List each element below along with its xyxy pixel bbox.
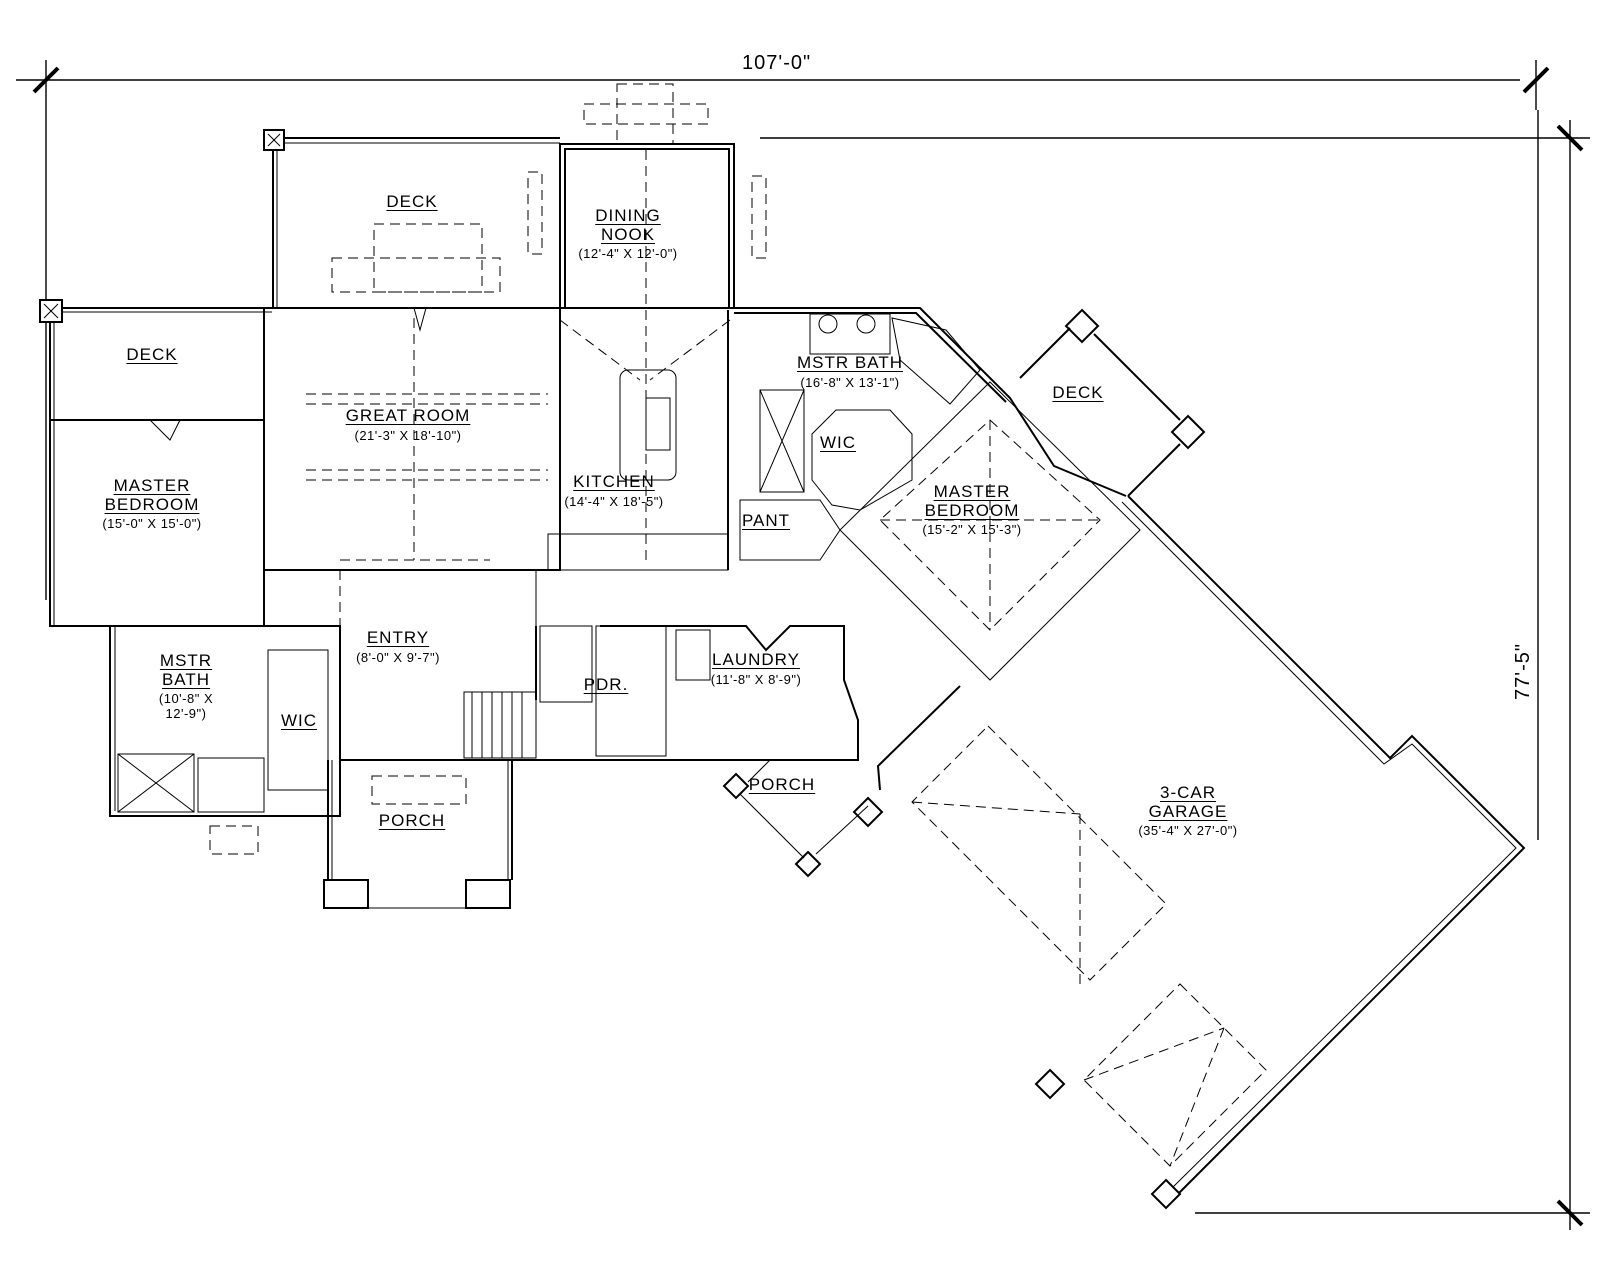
room-size: (14'-4" X 18'-5") — [564, 493, 664, 509]
room-label-wic-right: WIC — [819, 433, 857, 453]
room-name: PANT — [741, 511, 791, 530]
deck-right-structure — [1019, 308, 1206, 497]
room-name: MASTER — [113, 476, 191, 495]
room-label-entry: ENTRY (8'-0" X 9'-7") — [356, 628, 440, 665]
room-label-deck-right: DECK — [1052, 383, 1104, 403]
master-bedroom-right-structure — [839, 381, 1141, 681]
room-label-deck-left: DECK — [126, 345, 178, 365]
room-name: PDR. — [583, 675, 629, 694]
dining-nook-walls — [527, 83, 767, 560]
room-label-master-bedroom-left: MASTER BEDROOM (15'-0" X 15'-0") — [102, 476, 202, 532]
room-name: PORCH — [378, 811, 446, 830]
overall-width-dimension: 107'-0" — [742, 52, 812, 74]
lower-section-walls — [109, 570, 859, 817]
room-size: (35'-4" X 27'-0") — [1138, 823, 1238, 839]
deck-left-structure — [39, 299, 272, 420]
room-size: (8'-0" X 9'-7") — [356, 649, 440, 665]
porch-side-structure — [722, 759, 869, 878]
great-room-walls — [263, 307, 734, 571]
room-label-mstr-bath-right: MSTR BATH (16'-8" X 13'-1") — [797, 353, 903, 390]
room-name: ENTRY — [366, 628, 430, 647]
room-name: NOOK — [600, 224, 656, 244]
room-name: KITCHEN — [573, 472, 655, 491]
room-size: (11'-8" X 8'-9") — [710, 671, 802, 687]
room-name: 3-CAR — [1159, 783, 1217, 802]
room-name: WIC — [819, 433, 857, 452]
deck-top-structure — [263, 129, 560, 308]
room-size: (15'-2" X 15'-3") — [922, 522, 1022, 538]
room-name: BEDROOM — [104, 494, 200, 514]
right-wing-walls — [734, 307, 1127, 561]
room-name: GARAGE — [1148, 801, 1228, 821]
room-size: (16'-8" X 13'-1") — [800, 374, 900, 390]
room-label-pantry: PANT — [741, 511, 791, 531]
room-label-master-bedroom-right: MASTER BEDROOM (15'-2" X 15'-3") — [922, 482, 1022, 538]
master-bedroom-left-walls — [49, 419, 265, 627]
room-label-dining-nook: DINING NOOK (12'-4" X 12'-0") — [578, 206, 678, 262]
room-label-powder-room: PDR. — [583, 675, 629, 695]
room-label-kitchen: KITCHEN (14'-4" X 18'-5") — [564, 472, 664, 509]
room-name: GREAT ROOM — [345, 406, 471, 425]
room-size: (21'-3" X 18'-10") — [354, 427, 462, 443]
overall-depth-dimension: 77'-5" — [1512, 643, 1534, 700]
room-name: BATH — [161, 669, 211, 689]
room-name: DECK — [126, 345, 178, 364]
garage-structure — [852, 495, 1526, 1210]
room-name: LAUNDRY — [712, 650, 800, 669]
room-label-porch-side: PORCH — [748, 775, 816, 795]
room-size: (10'-8" X — [158, 691, 214, 707]
room-label-garage: 3-CAR GARAGE (35'-4" X 27'-0") — [1138, 783, 1238, 839]
room-size: (15'-0" X 15'-0") — [102, 516, 202, 532]
room-label-wic-left: WIC — [280, 711, 318, 731]
room-label-deck-top: DECK — [386, 192, 438, 212]
room-name: MASTER — [933, 482, 1011, 501]
room-label-mstr-bath-left: MSTR BATH (10'-8" X 12'-9") — [158, 651, 214, 721]
room-name: DECK — [386, 192, 438, 211]
room-name: PORCH — [748, 775, 816, 794]
porch-front-structure — [209, 760, 513, 909]
room-name: MSTR — [159, 651, 213, 670]
room-name: DINING — [595, 206, 661, 225]
room-name: MSTR BATH — [797, 353, 903, 372]
room-size: 12'-9") — [165, 705, 207, 721]
room-label-great-room: GREAT ROOM (21'-3" X 18'-10") — [345, 406, 471, 443]
room-name: DECK — [1052, 383, 1104, 402]
room-name: BEDROOM — [924, 500, 1020, 520]
room-size: (12'-4" X 12'-0") — [578, 246, 678, 262]
room-label-laundry: LAUNDRY (11'-8" X 8'-9") — [710, 650, 802, 687]
room-label-porch-front: PORCH — [378, 811, 446, 831]
room-name: WIC — [280, 711, 318, 730]
dimension-lines — [16, 60, 1590, 1230]
